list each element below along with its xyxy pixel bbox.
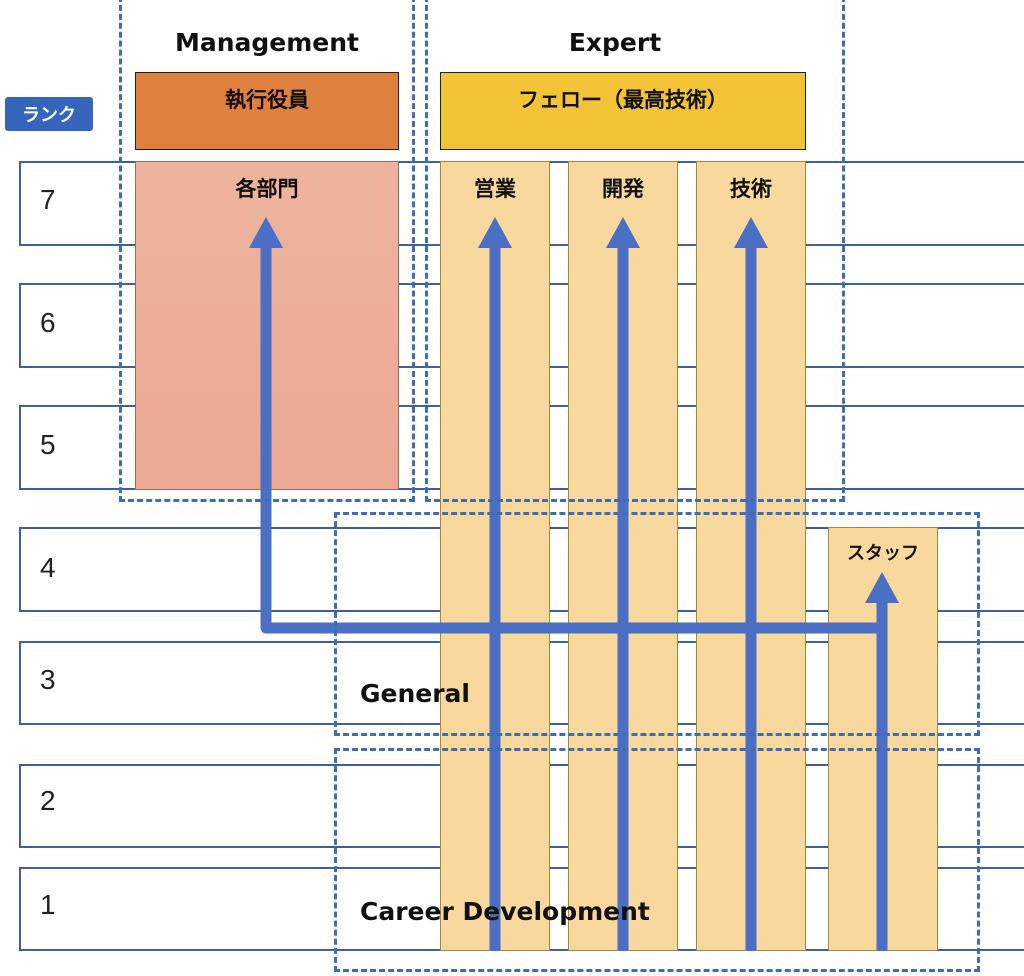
career-development-group (334, 748, 980, 972)
fellow-box (440, 72, 806, 150)
development-label: 開発 (602, 177, 644, 201)
rank-number: 6 (40, 307, 56, 338)
fellow-label: フェロー（最高技術） (518, 88, 728, 112)
executive-box (135, 72, 399, 150)
rank-number: 5 (40, 429, 56, 460)
expert-group (425, 0, 845, 502)
sales-label: 営業 (474, 177, 516, 201)
rank-badge-label: ランク (22, 105, 76, 126)
rank-badge: ランク (5, 97, 93, 131)
expert-title: Expert (568, 28, 662, 57)
rank-number: 1 (40, 889, 56, 920)
development-arrowhead (606, 217, 640, 248)
rank-number: 7 (40, 184, 56, 215)
management-group (119, 0, 415, 502)
technology-arrowhead (734, 217, 768, 248)
career-development-title: Career Development (360, 897, 650, 926)
management-path-arrow (260, 247, 880, 634)
rank-number: 2 (40, 785, 56, 816)
departments-label: 各部門 (235, 177, 299, 201)
technology-label: 技術 (730, 177, 772, 201)
rank-number: 3 (40, 664, 56, 695)
executive-label: 執行役員 (225, 88, 309, 112)
sales-arrowhead (478, 217, 512, 248)
management-title: Management (174, 28, 360, 57)
staff-label: スタッフ (847, 543, 919, 564)
general-group (334, 512, 980, 736)
general-title: General (360, 679, 470, 708)
management-arrowhead (249, 217, 283, 248)
staff-arrowhead (865, 572, 899, 603)
rank-number: 4 (40, 552, 56, 583)
